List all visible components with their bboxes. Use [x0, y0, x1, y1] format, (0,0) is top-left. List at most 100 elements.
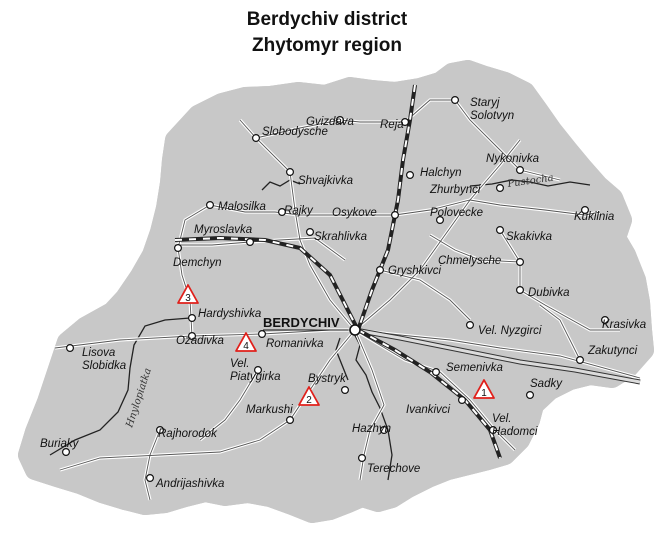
settlement-krasivka: Krasivka: [600, 316, 646, 331]
river-stream-north: [261, 179, 301, 191]
settlement-label: Vel.Piatygirka: [230, 358, 281, 383]
settlement-slobodysche: Slobodysche: [252, 126, 328, 143]
settlement-circle-icon: [341, 386, 350, 395]
settlement-label: Ozadivka: [176, 335, 224, 347]
warning-marker-label: 2: [306, 395, 312, 406]
settlement-buriaky: Buriaky: [40, 438, 80, 457]
warning-marker-1: 1: [473, 379, 495, 399]
settlement-label: Rajhorodok: [158, 428, 218, 440]
settlement-hardyshivka: Hardyshivka: [188, 308, 261, 323]
settlement-label: Malosilka: [218, 201, 266, 213]
settlement-circle-icon: [156, 426, 165, 435]
settlement-circle-icon: [432, 368, 441, 377]
settlement-label: Ivankivci: [406, 404, 451, 416]
settlement-circle-icon: [515, 258, 524, 267]
settlement-circle-icon: [188, 314, 197, 323]
settlement-nykonivka: Nykonivka: [486, 153, 539, 175]
settlement-label: Skakivka: [506, 231, 552, 243]
highway-east: [354, 328, 641, 384]
settlement-circle-icon: [254, 366, 263, 375]
settlement-label: Bystryk: [308, 373, 347, 385]
settlement-label: Dubivka: [528, 287, 570, 299]
railway-south: [357, 329, 501, 459]
settlement-circle-icon: [286, 416, 295, 425]
river-branch: [335, 337, 349, 381]
railway-north: [357, 84, 416, 331]
settlement-circle-icon: [496, 184, 505, 193]
settlement-circle-icon: [376, 266, 385, 275]
settlement-circle-icon: [286, 168, 295, 177]
settlement-label: Andrijashivka: [155, 478, 224, 490]
settlement-gvizdava: Gvizdava: [306, 115, 354, 128]
settlement-circle-icon: [306, 228, 315, 237]
warning-triangle-icon: [473, 379, 495, 399]
settlement-reja: Reja: [380, 117, 410, 131]
warning-marker-label: 3: [185, 293, 191, 304]
settlement-label: Gryshkivci: [388, 265, 441, 277]
settlement-circle-icon: [188, 332, 197, 341]
settlement-circle-icon: [406, 171, 415, 180]
settlement-osykove: Osykove: [332, 207, 400, 220]
settlement-bystryk: Bystryk: [308, 373, 350, 395]
settlement-circle-icon: [336, 115, 345, 124]
settlement-rajky: Rajky: [278, 205, 314, 217]
settlement-circle-icon: [391, 211, 400, 220]
settlement-skakivka: Skakivka: [496, 226, 552, 243]
settlement-circle-icon: [358, 454, 367, 463]
settlement-romanivka: Romanivka: [258, 330, 324, 350]
rivers-layer: [49, 179, 591, 481]
settlement-circle-icon: [174, 244, 183, 253]
settlement-circle-icon: [246, 238, 255, 247]
settlement-label: Osykove: [332, 207, 377, 219]
settlement-zhurbynci: Zhurbynci: [429, 184, 505, 196]
settlement-circle-icon: [146, 474, 155, 483]
settlement-circle-icon: [580, 206, 589, 215]
title-line-2: Zhytomyr region: [252, 35, 402, 56]
settlement-vel-nyzgirci: Vel. Nyzgirci: [466, 321, 542, 337]
settlement-myroslavka: Myroslavka: [194, 224, 255, 247]
settlement-label: Demchyn: [173, 257, 222, 269]
settlement-skrahlivka: Skrahlivka: [306, 228, 367, 243]
settlement-circle-icon: [380, 426, 389, 435]
settlement-label: Zakutynci: [587, 345, 638, 357]
settlement-terechove: Terechove: [358, 454, 420, 475]
settlement-label: Polovecke: [430, 207, 483, 219]
warning-marker-2: 2: [298, 386, 320, 406]
settlement-circle-icon: [65, 344, 74, 353]
settlement-label: Romanivka: [266, 338, 324, 350]
settlement-circle-icon: [496, 226, 505, 235]
city-circle-icon: [349, 324, 361, 336]
settlement-vel-piatygirka: Vel.Piatygirka: [230, 358, 281, 383]
warning-triangle-icon: [177, 284, 199, 304]
settlement-label: Slobodysche: [262, 126, 328, 138]
river-pustocha: [469, 179, 591, 187]
settlement-label: Sadky: [530, 378, 563, 390]
settlement-label: Semenivka: [446, 362, 503, 374]
warning-triangle-icon: [235, 332, 257, 352]
settlement-vel-hadomci: Vel.Hadomci: [489, 413, 538, 438]
settlement-circle-icon: [258, 330, 267, 339]
settlement-label: Hazhyn: [352, 423, 391, 435]
settlement-shvajkivka: Shvajkivka: [286, 168, 353, 187]
settlement-label: Nykonivka: [486, 153, 539, 165]
settlement-label: Krasivka: [602, 319, 646, 331]
river-hnylopiatka: [49, 317, 191, 456]
settlement-label: Vel. Nyzgirci: [478, 325, 542, 337]
settlement-label: Zhurbynci: [429, 184, 481, 196]
settlement-semenivka: Semenivka: [432, 362, 503, 377]
settlement-circle-icon: [278, 208, 287, 217]
settlement-circle-icon: [206, 201, 215, 210]
warning-triangle-icon: [298, 386, 320, 406]
settlement-label: Terechove: [367, 463, 420, 475]
settlement-chmelysche: Chmelysche: [438, 255, 524, 267]
settlement-circle-icon: [575, 356, 584, 365]
settlement-circle-icon: [525, 391, 534, 400]
district-boundary: [18, 60, 654, 523]
settlement-sadky: Sadky: [525, 378, 563, 400]
settlement-circle-icon: [61, 448, 70, 457]
settlement-label: Shvajkivka: [298, 175, 353, 187]
